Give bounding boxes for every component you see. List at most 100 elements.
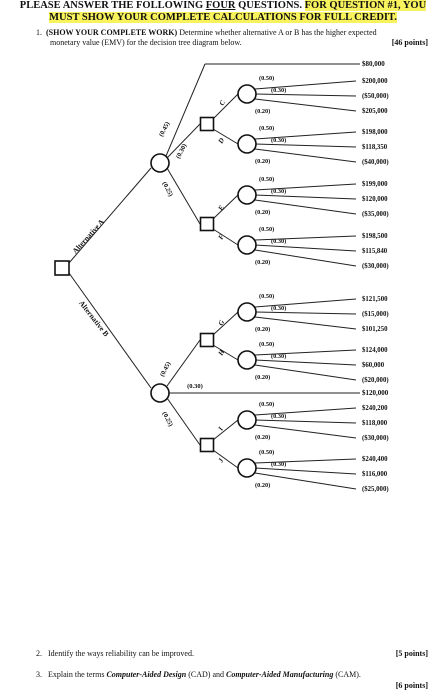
alternative-b-label: Alternative B (77, 299, 111, 339)
chance-to-decision-line (166, 123, 201, 159)
question-1-number: 1. (36, 28, 42, 37)
prob-h-1: (0.50) (259, 341, 274, 348)
prob-c-3: (0.20) (255, 108, 270, 115)
question-3-points: [6 points] (395, 681, 428, 690)
payoff-j-3: ($25,000) (362, 486, 389, 493)
prob-a-upper: (0.45) (158, 121, 172, 138)
decision-branch-line (212, 228, 239, 246)
prob-b-upper: (0.45) (159, 361, 173, 378)
payoff-f-3: ($30,000) (362, 263, 389, 270)
decision-branch-line (212, 344, 239, 361)
decision-label-d: D (216, 137, 226, 146)
decision-node-2 (199, 216, 215, 232)
outcome-branch-line (254, 183, 357, 191)
decision-branch-line (212, 93, 239, 120)
outcome-branch-line (254, 349, 357, 356)
question-2-points: [5 points] (395, 649, 428, 658)
outcome-branch-line (254, 298, 357, 308)
outcome-branch-line (254, 424, 357, 439)
alternative-a-label: Alternative A (70, 217, 106, 255)
decision-branch-line (212, 311, 239, 336)
outcome-branch-line (254, 131, 357, 140)
prob-i-3: (0.20) (255, 434, 270, 441)
prob-a-mid: (0.30) (175, 143, 189, 160)
decision-label-h: H (216, 348, 226, 358)
payoff-e-2: $120,000 (362, 196, 388, 203)
outcome-branch-line (254, 407, 357, 416)
decision-node-3 (199, 332, 215, 348)
payoff-c-2: ($50,000) (362, 93, 389, 100)
outcome-branch-line (254, 148, 357, 163)
prob-j-3: (0.20) (255, 482, 270, 489)
prob-f-3: (0.20) (255, 259, 270, 266)
payoff-d-2: $118,350 (362, 144, 388, 151)
alternative-a-branch (68, 167, 152, 264)
prob-c-2: (0.30) (271, 87, 286, 94)
outcome-branch-line (254, 235, 357, 241)
decision-label-c: C (218, 99, 227, 107)
outcome-node-j (237, 458, 257, 478)
chance-to-decision-line (166, 339, 201, 387)
question-2: 2. Identify the ways reliability can be … (36, 649, 428, 658)
payoff-i-2: $118,000 (362, 420, 388, 427)
payoff-i-3: ($30,000) (362, 435, 389, 442)
prob-i-1: (0.50) (259, 401, 274, 408)
outcome-node-i (237, 410, 257, 430)
outcome-branch-line (254, 311, 357, 315)
prob-e-2: (0.30) (271, 188, 286, 195)
outcome-branch-line (254, 249, 357, 267)
prob-a-lower: (0.25) (161, 181, 175, 198)
payoff-i-1: $240,200 (362, 405, 388, 412)
chance-node-a (150, 153, 170, 173)
prob-b-lower: (0.25) (161, 411, 175, 428)
payoff-f-1: $198,500 (362, 233, 388, 240)
decision-branch-line (212, 419, 239, 441)
question-1-bold-prefix: (SHOW YOUR COMPLETE WORK) (46, 28, 178, 37)
payoff-h-1: $124,000 (362, 347, 388, 354)
payoff-g-1: $121,500 (362, 296, 388, 303)
prob-h-2: (0.30) (271, 353, 286, 360)
payoff-g-2: ($15,000) (362, 311, 389, 318)
header-line-2: MUST SHOW YOUR COMPLETE CALCULATIONS FOR… (49, 12, 397, 23)
question-3: 3. Explain the terms Computer-Aided Desi… (36, 670, 428, 690)
outcome-node-d (237, 134, 257, 154)
outcome-node-f (237, 235, 257, 255)
prob-e-1: (0.50) (259, 176, 274, 183)
payoff-e-1: $199,000 (362, 181, 388, 188)
prob-g-1: (0.50) (259, 293, 274, 300)
outcome-branch-line (254, 244, 357, 252)
payoff-c-1: $200,000 (362, 78, 388, 85)
payoff-d-3: ($40,000) (362, 159, 389, 166)
alternative-b-branch (68, 272, 152, 389)
prob-c-1: (0.50) (259, 75, 274, 82)
prob-b-mid: (0.30) (187, 383, 203, 390)
prob-g-2: (0.30) (271, 305, 286, 312)
payoff-h-3: ($20,000) (362, 377, 389, 384)
payoff-f-2: $115,840 (362, 248, 388, 255)
outcome-node-e (237, 185, 257, 205)
tree-branch-line (165, 63, 206, 157)
payoff-j-2: $116,000 (362, 471, 388, 478)
decision-branch-line (212, 194, 239, 220)
decision-label-e: E (216, 204, 226, 213)
decision-branch-line (212, 449, 239, 469)
payoff-e-3: ($35,000) (362, 211, 389, 218)
prob-e-3: (0.20) (255, 209, 270, 216)
question-1: 1. (SHOW YOUR COMPLETE WORK) Determine w… (36, 28, 428, 47)
decision-node-4 (199, 437, 215, 453)
chance-to-decision-line (166, 167, 201, 225)
outcome-branch-line (254, 80, 357, 90)
decision-label-g: G (217, 319, 226, 327)
outcome-branch-line (254, 458, 357, 464)
decision-label-i: I (216, 426, 225, 433)
prob-d-3: (0.20) (255, 158, 270, 165)
payoff-c-3: $205,000 (362, 108, 388, 115)
prob-f-1: (0.50) (259, 226, 274, 233)
decision-label-f: F (217, 233, 226, 241)
question-1-points: [46 points] (391, 38, 428, 47)
outcome-branch-line (254, 199, 357, 215)
prob-h-3: (0.20) (255, 374, 270, 381)
instructions-header: PLEASE ANSWER THE FOLLOWING FOUR QUESTIO… (0, 0, 446, 24)
decision-node-1 (199, 116, 215, 132)
